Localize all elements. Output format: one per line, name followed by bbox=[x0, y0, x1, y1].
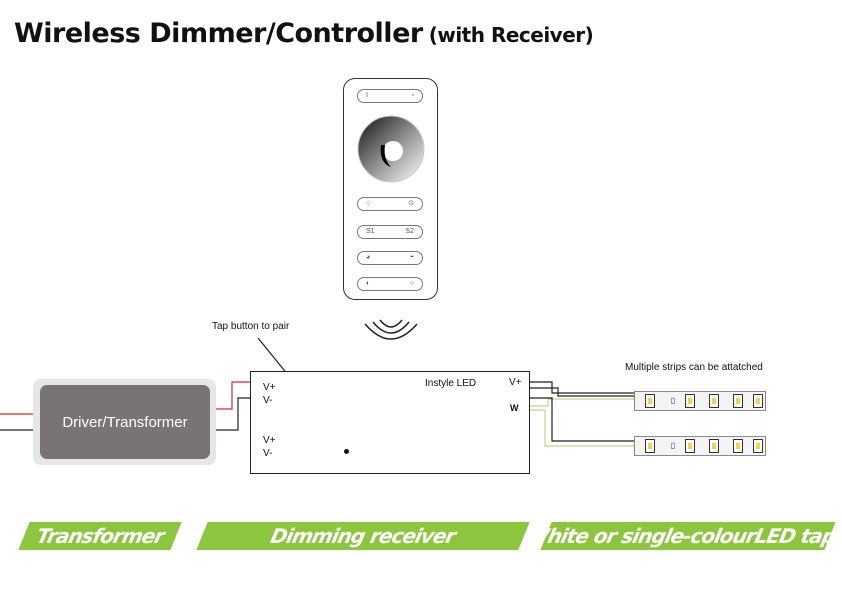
remote-button-scenes: S1 S2 bbox=[357, 225, 423, 239]
driver-transformer: Driver/Transformer bbox=[40, 385, 210, 459]
led-chip bbox=[753, 439, 763, 453]
title-main: Wireless Dimmer/Controller bbox=[14, 18, 423, 49]
output-wire-3 bbox=[530, 397, 634, 442]
output-wire-w1 bbox=[530, 398, 634, 407]
led-chip bbox=[733, 394, 743, 408]
half-moon-icon: ◐ bbox=[366, 280, 371, 287]
led-chip bbox=[709, 394, 719, 408]
wireless-signal-icon bbox=[364, 319, 418, 340]
pair-button bbox=[344, 449, 349, 454]
driver-to-receiver-red bbox=[210, 381, 250, 410]
circle-icon: ○ bbox=[366, 200, 371, 207]
ring-icon: ○ bbox=[409, 280, 414, 287]
scene-2-label: S2 bbox=[405, 228, 414, 235]
banner-transformer-label: Transformer bbox=[34, 524, 166, 548]
driver-to-receiver-black bbox=[210, 397, 250, 431]
output-plus: V+ bbox=[509, 377, 522, 388]
color-temperature-wheel bbox=[357, 115, 425, 183]
input-bottom-plus: V+ bbox=[263, 435, 276, 446]
input-bottom-minus: V- bbox=[263, 448, 273, 459]
diagram-title: Wireless Dimmer/Controller(with Receiver… bbox=[14, 18, 594, 49]
led-strip-1: ▯ bbox=[634, 391, 766, 411]
led-chip bbox=[685, 439, 695, 453]
remote-button-brightness: ◕ ◓ bbox=[357, 251, 423, 265]
banner-transformer: Transformer bbox=[18, 522, 182, 550]
led-chip bbox=[733, 439, 743, 453]
banner-led-tape: White or single-colourLED tape bbox=[525, 522, 842, 550]
power-on-icon: I bbox=[366, 92, 368, 99]
dot-circle-icon: ⊙ bbox=[408, 200, 414, 207]
led-chip bbox=[645, 394, 655, 408]
receiver-brand: Instyle LED bbox=[425, 378, 477, 389]
resistor-icon: ▯ bbox=[670, 396, 676, 405]
multiple-strips-note: Multiple strips can be attatched bbox=[625, 362, 763, 373]
output-wire-2 bbox=[530, 387, 634, 397]
input-top-minus: V- bbox=[263, 395, 273, 406]
title-sub: (with Receiver) bbox=[428, 23, 594, 47]
led-chip bbox=[753, 394, 763, 408]
led-chip bbox=[709, 439, 719, 453]
brightness-down-icon: ◕ bbox=[366, 254, 371, 261]
brightness-up-icon: ◓ bbox=[409, 254, 414, 261]
output-wire-w2 bbox=[530, 409, 634, 447]
banner-dimming-receiver-label: Dimming receiver bbox=[268, 524, 458, 548]
banner-dimming-receiver: Dimming receiver bbox=[196, 522, 530, 550]
led-chip bbox=[645, 439, 655, 453]
input-top-plus: V+ bbox=[263, 382, 276, 393]
remote-button-on-off: ○ ⊙ bbox=[357, 197, 423, 211]
banner-led-tape-label: White or single-colourLED tape bbox=[524, 524, 842, 548]
remote-button-power: I ▫ bbox=[357, 89, 423, 103]
resistor-icon: ▯ bbox=[670, 441, 676, 450]
scene-1-label: S1 bbox=[366, 228, 375, 235]
led-chip bbox=[685, 394, 695, 408]
output-w: W bbox=[510, 403, 519, 413]
pair-note: Tap button to pair bbox=[212, 321, 290, 332]
dimming-receiver: Instyle LED V+ V- V+ V- V+ W bbox=[250, 371, 530, 474]
led-strip-2: ▯ bbox=[634, 436, 766, 456]
remote-controller: I ▫ ○ ⊙ S1 S2 ◕ ◓ ◐ ○ bbox=[343, 78, 438, 300]
power-off-icon: ▫ bbox=[411, 92, 414, 99]
remote-button-night: ◐ ○ bbox=[357, 277, 423, 291]
